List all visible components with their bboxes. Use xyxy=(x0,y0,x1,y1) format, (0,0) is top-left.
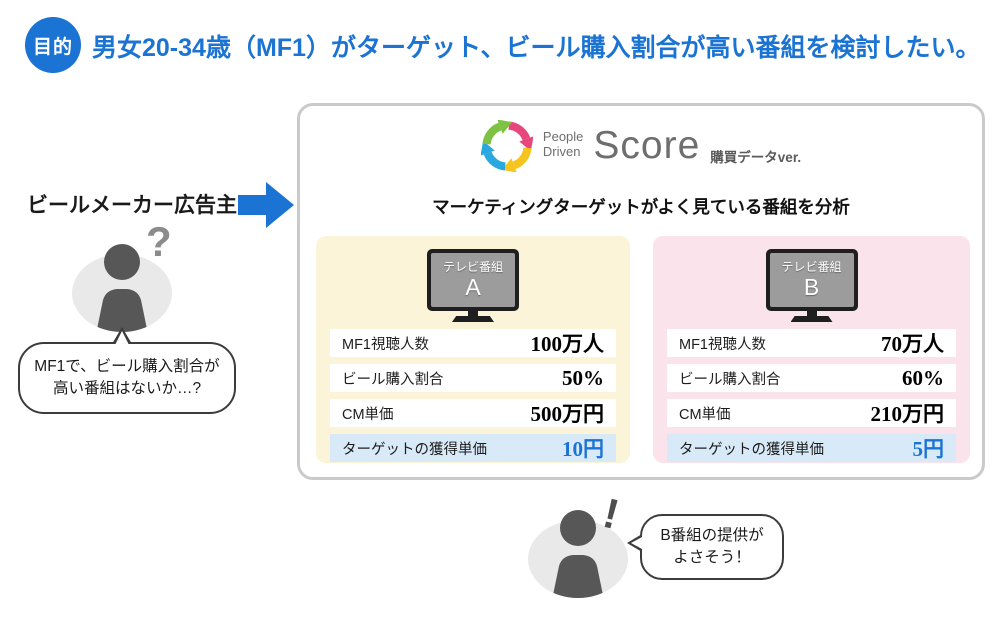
purpose-badge-label: 目的 xyxy=(32,36,73,58)
row-value: 500万円 xyxy=(530,402,605,426)
logo-score: Score xyxy=(593,124,701,167)
row-label: ビール購入割合 xyxy=(679,371,781,388)
row-label: ターゲットの獲得単価 xyxy=(342,441,487,458)
score-panel: People Driven Score 購買データver. マーケティングターゲ… xyxy=(297,103,985,480)
row-label: ビール購入割合 xyxy=(342,371,444,388)
tv-icon: テレビ番組 B xyxy=(765,249,858,322)
purpose-badge: 目的 xyxy=(25,17,81,73)
row-label: MF1視聴人数 xyxy=(342,336,429,353)
row-label: MF1視聴人数 xyxy=(679,336,766,353)
advertiser-label: ビールメーカー広告主 xyxy=(27,194,237,217)
program-b-table: MF1視聴人数 70万人 ビール購入割合 60% CM単価 210万円 ターゲッ… xyxy=(653,329,970,462)
row-label: ターゲットの獲得単価 xyxy=(679,441,824,458)
row-value: 50% xyxy=(562,365,604,390)
row-value: 60% xyxy=(902,365,944,390)
table-row: CM単価 500万円 xyxy=(330,399,616,427)
panel-subtitle: マーケティングターゲットがよく見ている番組を分析 xyxy=(432,197,850,217)
advertiser-person-icon xyxy=(72,244,172,332)
logo-people-driven: People Driven xyxy=(542,129,584,160)
tv-a-letter: A xyxy=(465,273,481,300)
logo-row: People Driven Score 購買データver. xyxy=(300,118,982,172)
arrow-right-icon xyxy=(238,182,294,228)
conclusion-person-icon xyxy=(528,510,628,598)
tv-b-letter: B xyxy=(803,273,820,300)
advertiser-speech-bubble: MF1で、ビール購入割合が 高い番組はないか…? xyxy=(18,327,236,414)
row-value: 100万人 xyxy=(530,332,605,356)
table-row: ビール購入割合 60% xyxy=(667,364,956,392)
logo-version: 購買データver. xyxy=(710,150,802,165)
program-a-card: テレビ番組 A MF1視聴人数 100万人 ビール購入割合 50% CM単価 xyxy=(316,236,630,463)
tv-b-label: テレビ番組 xyxy=(781,260,842,275)
row-value: 210万円 xyxy=(870,402,945,426)
table-row: MF1視聴人数 100万人 xyxy=(330,329,616,357)
advertiser-speech-line1: MF1で、ビール購入割合が xyxy=(34,357,220,375)
row-label: CM単価 xyxy=(679,406,731,423)
advertiser-speech-line2: 高い番組はないか…? xyxy=(52,380,202,397)
page-title: 男女20-34歳（MF1）がターゲット、ビール購入割合が高い番組を検討したい。 xyxy=(92,34,981,62)
people-driven-score-logo-icon xyxy=(480,120,533,172)
row-label: CM単価 xyxy=(342,406,394,423)
program-a-table: MF1視聴人数 100万人 ビール購入割合 50% CM単価 500万円 ターゲ… xyxy=(316,329,630,462)
table-row-highlighted: ターゲットの獲得単価 10円 xyxy=(330,434,616,462)
tv-a-label: テレビ番組 xyxy=(442,260,503,275)
question-icon: ? xyxy=(146,218,172,265)
logo-people: People xyxy=(542,129,584,144)
row-value: 5円 xyxy=(912,437,945,461)
table-row: MF1視聴人数 70万人 xyxy=(667,329,956,357)
table-row: ビール購入割合 50% xyxy=(330,364,616,392)
tv-icon: テレビ番組 A xyxy=(427,249,519,322)
conclusion-speech-bubble: B番組の提供が よさそう！ xyxy=(627,514,784,580)
row-value: 10円 xyxy=(562,437,604,461)
logo-driven: Driven xyxy=(542,143,581,159)
row-value: 70万人 xyxy=(881,332,944,356)
table-row: CM単価 210万円 xyxy=(667,399,956,427)
table-row-highlighted: ターゲットの獲得単価 5円 xyxy=(667,434,956,462)
conclusion-speech-line1: B番組の提供が xyxy=(660,526,764,544)
conclusion-speech-line2: よさそう！ xyxy=(673,549,751,566)
program-b-card: テレビ番組 B MF1視聴人数 70万人 ビール購入割合 60% CM単価 xyxy=(653,236,970,463)
